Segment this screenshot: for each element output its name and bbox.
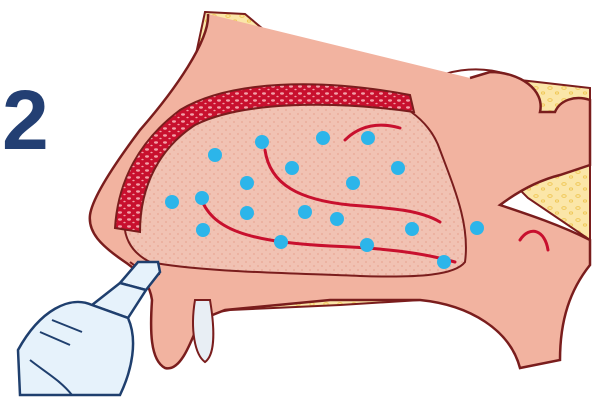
spray-droplet <box>285 161 299 175</box>
spray-droplet <box>316 131 330 145</box>
bottle-body <box>18 302 133 395</box>
spray-droplet <box>274 235 288 249</box>
spray-droplet <box>391 161 405 175</box>
spray-droplet <box>360 238 374 252</box>
spray-droplet <box>330 212 344 226</box>
spray-droplet <box>240 206 254 220</box>
spray-droplet <box>361 131 375 145</box>
spray-droplet <box>346 176 360 190</box>
soft-palate <box>193 300 213 362</box>
spray-droplet <box>437 255 451 269</box>
spray-droplet <box>195 191 209 205</box>
spray-droplet <box>405 222 419 236</box>
spray-droplet <box>208 148 222 162</box>
spray-droplet <box>165 195 179 209</box>
spray-droplet <box>255 135 269 149</box>
spray-droplet <box>196 223 210 237</box>
spray-droplet <box>240 176 254 190</box>
nasal-spray-bottle <box>18 262 160 395</box>
spray-droplet <box>298 205 312 219</box>
spray-droplet <box>470 221 484 235</box>
